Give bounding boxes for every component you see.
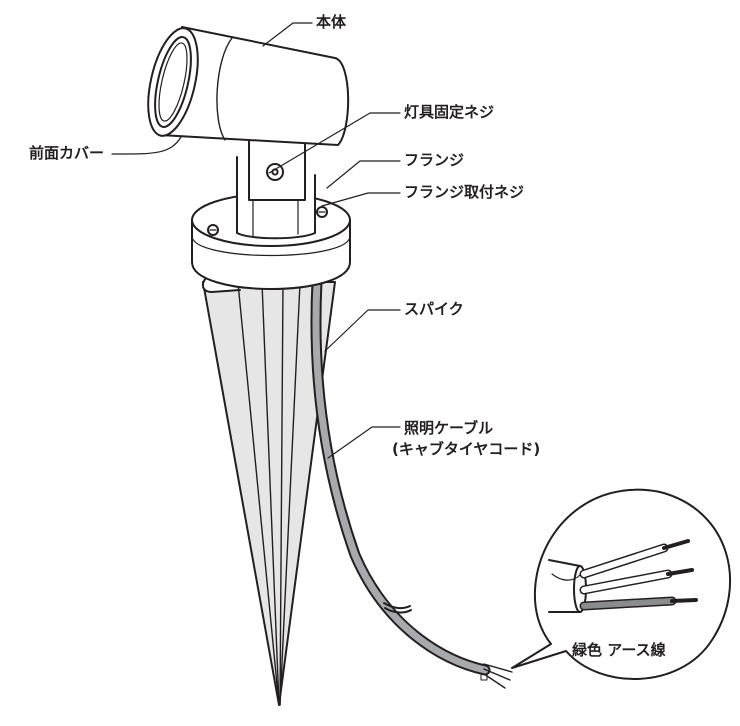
- mount-bracket: [236, 123, 316, 240]
- leader-lines: [111, 22, 401, 459]
- label-cable: 照明ケーブル: [404, 419, 494, 437]
- label-front-cover: 前面カバー: [29, 144, 105, 162]
- label-flange-screw: フランジ取付ネジ: [404, 183, 525, 201]
- label-flange: フランジ: [404, 151, 465, 169]
- body: [147, 26, 350, 146]
- label-ground-wire: 緑色 アース線: [572, 641, 666, 659]
- wire-detail-callout: [511, 488, 732, 680]
- label-spike: スパイク: [404, 300, 464, 318]
- label-cable-type: (キャブタイヤコード): [392, 440, 541, 458]
- label-body: 本体: [316, 13, 347, 31]
- label-fixture-screw: 灯具固定ネジ: [404, 103, 495, 121]
- cable: [310, 276, 513, 689]
